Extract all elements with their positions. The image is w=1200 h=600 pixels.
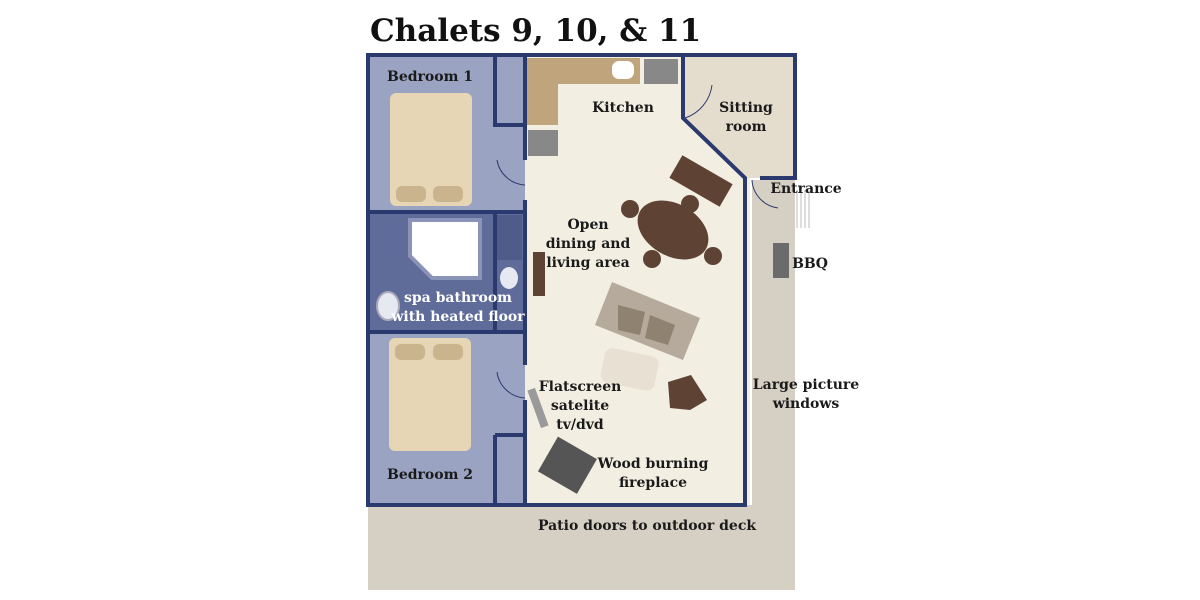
fridge (528, 130, 558, 156)
label-patio: Patio doors to outdoor deck (538, 518, 756, 534)
console-table (533, 252, 545, 296)
kitchen-sink (612, 61, 634, 79)
label-tv-1: Flatscreen (539, 379, 622, 395)
walls (366, 53, 797, 507)
coffee-table (600, 348, 659, 391)
label-kitchen: Kitchen (592, 100, 654, 116)
sideboard (669, 155, 733, 207)
label-bedroom-2: Bedroom 2 (387, 467, 473, 483)
label-windows-2: windows (772, 396, 840, 412)
pillow (395, 344, 425, 360)
kitchen-counter (527, 58, 640, 125)
label-bbq: BBQ (792, 256, 828, 272)
label-dining-2: dining and (546, 236, 631, 252)
stove (644, 59, 678, 84)
sitting-room (683, 55, 795, 178)
bed-2 (389, 338, 471, 451)
chair (621, 200, 639, 218)
label-sitting-1: Sitting (719, 100, 773, 116)
plan-title: Chalets 9, 10, & 11 (370, 13, 701, 49)
sofa (595, 282, 700, 360)
tv (527, 387, 549, 429)
chair (704, 247, 722, 265)
pillow (433, 344, 463, 360)
bbq-grill (773, 243, 789, 278)
chair (681, 195, 699, 213)
sofa-cushions (618, 305, 675, 345)
label-bath-1: spa bathroom (404, 290, 512, 306)
label-sitting-2: room (726, 119, 767, 135)
toilet (500, 267, 518, 289)
entrance-steps (796, 190, 810, 228)
closet (497, 215, 522, 260)
label-windows-1: Large picture (753, 377, 860, 393)
label-dining-3: living area (546, 255, 629, 271)
chair (643, 250, 661, 268)
label-bath-2: with heated floor (390, 309, 525, 325)
armchair (668, 375, 707, 410)
dining-table (637, 200, 709, 260)
outdoor-deck (368, 180, 795, 590)
pillow (396, 186, 426, 202)
label-entrance: Entrance (770, 181, 841, 197)
doors (496, 84, 779, 399)
sink (376, 291, 400, 321)
spa-tub (408, 218, 482, 280)
label-dining-1: Open (567, 217, 608, 233)
label-fireplace-1: Wood burning (597, 456, 709, 472)
label-fireplace-2: fireplace (619, 475, 687, 491)
pillow (433, 186, 463, 202)
label-tv-3: tv/dvd (556, 417, 604, 433)
label-tv-2: satelite (551, 398, 609, 414)
fireplace (537, 436, 597, 494)
bed-1 (390, 93, 472, 206)
label-bedroom-1: Bedroom 1 (387, 69, 473, 85)
